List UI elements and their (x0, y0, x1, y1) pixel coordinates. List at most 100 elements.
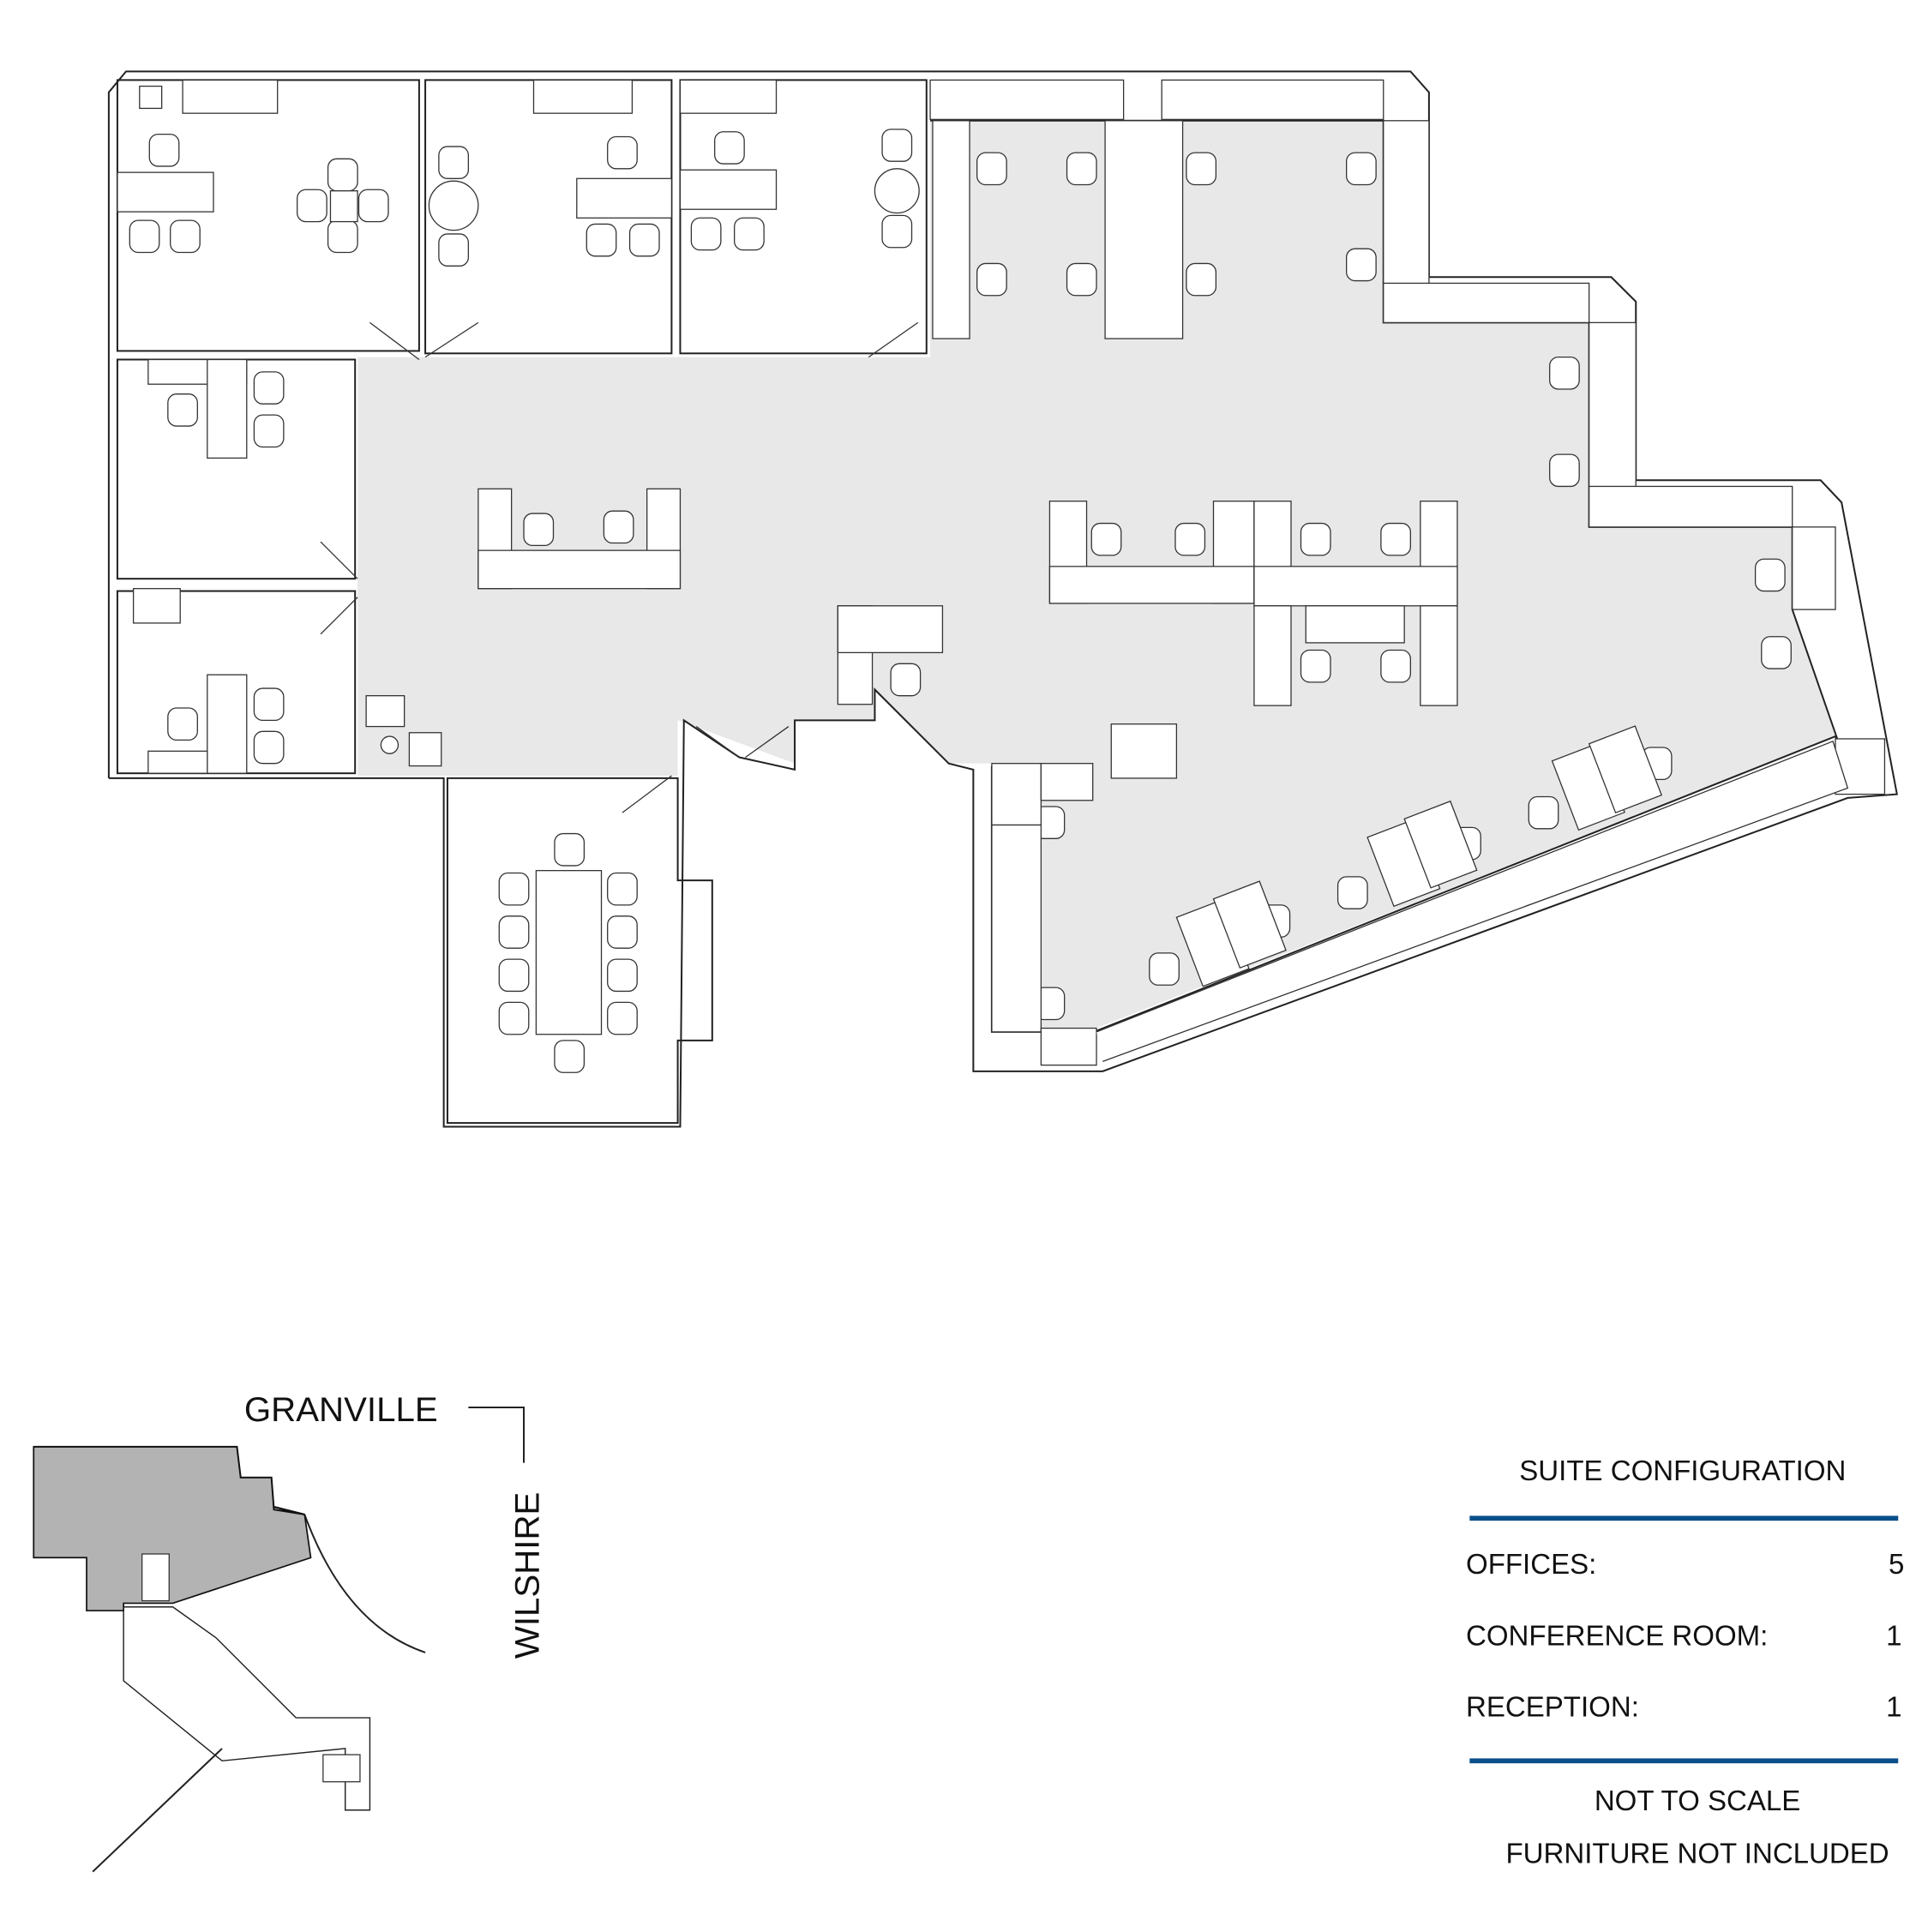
chair (1066, 262, 1097, 297)
chair (1761, 636, 1792, 669)
chair (170, 219, 201, 254)
desk (1110, 723, 1178, 779)
chair (1300, 649, 1331, 683)
desk (1161, 79, 1384, 120)
door-swing (424, 321, 479, 358)
desk (837, 605, 944, 654)
desk (1253, 566, 1458, 607)
chair (1346, 152, 1377, 186)
chair (603, 510, 634, 544)
desk (535, 870, 603, 1035)
door-swing (868, 321, 919, 358)
desk (117, 171, 214, 213)
chair (167, 707, 198, 741)
chair (607, 872, 638, 906)
chair (881, 214, 913, 249)
chair (607, 1001, 638, 1035)
chair (523, 513, 555, 547)
chair (253, 371, 285, 405)
desk (932, 120, 970, 339)
desk (991, 763, 1042, 826)
desk (182, 79, 279, 114)
desk (1104, 120, 1184, 339)
chair (1336, 876, 1368, 909)
desk (329, 190, 358, 223)
desk (576, 177, 673, 219)
desk (477, 549, 682, 590)
chair (1549, 356, 1580, 390)
office-3 (679, 79, 928, 355)
row-label-reception: RECEPTION: (1466, 1692, 1639, 1724)
door-swing (320, 541, 358, 579)
workstation (1588, 725, 1663, 814)
chair (253, 414, 285, 448)
chair (881, 129, 913, 162)
door-swing (622, 775, 672, 813)
chair (586, 223, 617, 257)
column (132, 588, 181, 624)
chair (498, 1001, 530, 1035)
desk (207, 358, 248, 459)
desk (679, 79, 778, 114)
desk (207, 674, 248, 774)
street-leader-line (468, 1407, 526, 1463)
chair (129, 219, 160, 254)
chair (1149, 952, 1180, 986)
chair (253, 730, 285, 765)
chair (690, 217, 722, 251)
chair (1174, 522, 1206, 556)
conference-room (446, 777, 713, 1125)
desk (1253, 605, 1292, 706)
chair (976, 262, 1007, 297)
chair (1186, 152, 1217, 186)
desk (1305, 605, 1405, 644)
note-not-to-scale: NOT TO SCALE (1595, 1785, 1800, 1817)
chair (1549, 453, 1580, 488)
divider-top (1469, 1515, 1899, 1521)
desk (1048, 566, 1255, 604)
chair (734, 217, 765, 251)
chair (607, 135, 638, 170)
chair (976, 152, 1007, 186)
desk (1040, 1027, 1097, 1066)
chair (1346, 248, 1377, 282)
chair (607, 915, 638, 949)
workstation (1403, 800, 1478, 889)
chair (628, 223, 660, 257)
desk (147, 750, 208, 774)
chair (1066, 152, 1097, 186)
suite-configuration-table: SUITE CONFIGURATION OFFICES: 5 CONFERENC… (1466, 1455, 1904, 1870)
chair (554, 1040, 586, 1073)
desk (532, 79, 634, 114)
chair (714, 131, 745, 165)
street-label-wilshire: WILSHIRE (508, 1492, 546, 1659)
chair (1528, 795, 1559, 830)
desk (1383, 282, 1590, 324)
chair (1186, 262, 1217, 297)
chair (1754, 558, 1786, 592)
door-swing (695, 726, 740, 759)
chair (438, 233, 470, 267)
chair (498, 915, 530, 949)
round-table (874, 168, 920, 214)
chair (498, 872, 530, 906)
chair (357, 189, 389, 223)
divider-bottom (1469, 1758, 1899, 1764)
suite-configuration-title: SUITE CONFIGURATION (1519, 1455, 1846, 1487)
door-swing (320, 597, 358, 635)
furniture-layout (117, 79, 1886, 1073)
desk (1792, 526, 1836, 610)
desk (1420, 605, 1458, 706)
street-label-granville: GRANVILLE (244, 1390, 438, 1429)
side-table (380, 735, 399, 754)
desk (408, 732, 442, 767)
chair (1300, 522, 1331, 556)
chair (890, 663, 922, 697)
chair (554, 832, 586, 867)
chair (148, 133, 180, 167)
chair (1090, 522, 1122, 556)
desk (929, 79, 1125, 120)
row-value-reception: 1 (1886, 1692, 1901, 1724)
desk (1040, 763, 1094, 801)
